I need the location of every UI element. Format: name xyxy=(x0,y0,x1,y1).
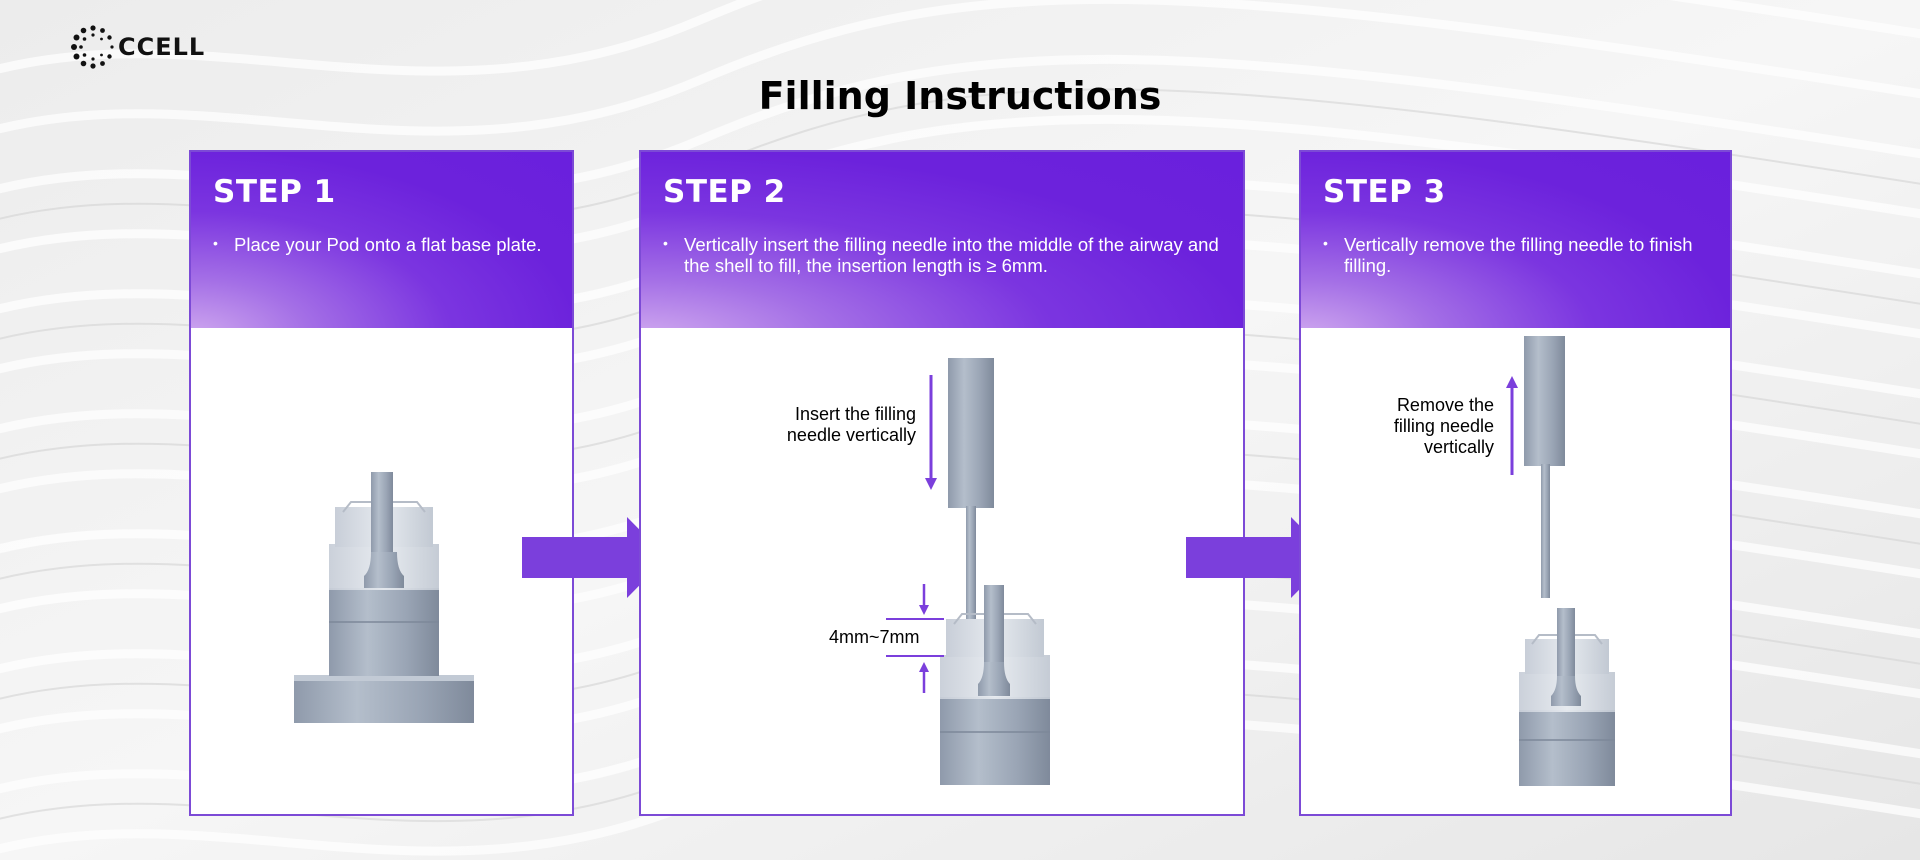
direction-arrow-icon xyxy=(1506,376,1518,475)
step-3-text: Vertically remove the filling needle to … xyxy=(1323,233,1708,276)
step-arrow-icon xyxy=(1186,517,1331,598)
brand-name: CCELL xyxy=(118,33,206,61)
step-1-text: Place your Pod onto a flat base plate. xyxy=(213,233,550,255)
step-3-needle-remove-illustration xyxy=(1506,336,1615,786)
brand-logo: CCELL xyxy=(70,24,205,70)
step-1-header: STEP 1 Place your Pod onto a flat base p… xyxy=(191,152,572,328)
ccell-logo-icon xyxy=(71,25,114,69)
step-1-card: STEP 1 Place your Pod onto a flat base p… xyxy=(189,150,574,816)
step-2-text: Vertically insert the filling needle int… xyxy=(663,233,1221,276)
step-1-pod-on-base-illustration xyxy=(294,472,474,723)
insert-needle-label: Insert the filling needle vertically xyxy=(786,404,916,445)
step-3-title: STEP 3 xyxy=(1323,174,1446,210)
direction-arrow-icon xyxy=(925,375,937,490)
step-2-needle-insert-illustration xyxy=(886,358,1050,785)
insertion-depth-label: 4mm~7mm xyxy=(829,627,920,647)
page-title: Filling Instructions xyxy=(758,74,1162,118)
step-3-header: STEP 3 Vertically remove the filling nee… xyxy=(1301,152,1730,328)
step-2-card: STEP 2 Vertically insert the filling nee… xyxy=(639,150,1245,816)
step-3-card: STEP 3 Vertically remove the filling nee… xyxy=(1299,150,1732,816)
step-1-title: STEP 1 xyxy=(213,174,336,210)
step-2-header: STEP 2 Vertically insert the filling nee… xyxy=(641,152,1243,328)
step-arrow-icon xyxy=(522,517,667,598)
remove-needle-label: Remove the filling needle vertically xyxy=(1393,395,1494,457)
step-2-title: STEP 2 xyxy=(663,174,786,210)
